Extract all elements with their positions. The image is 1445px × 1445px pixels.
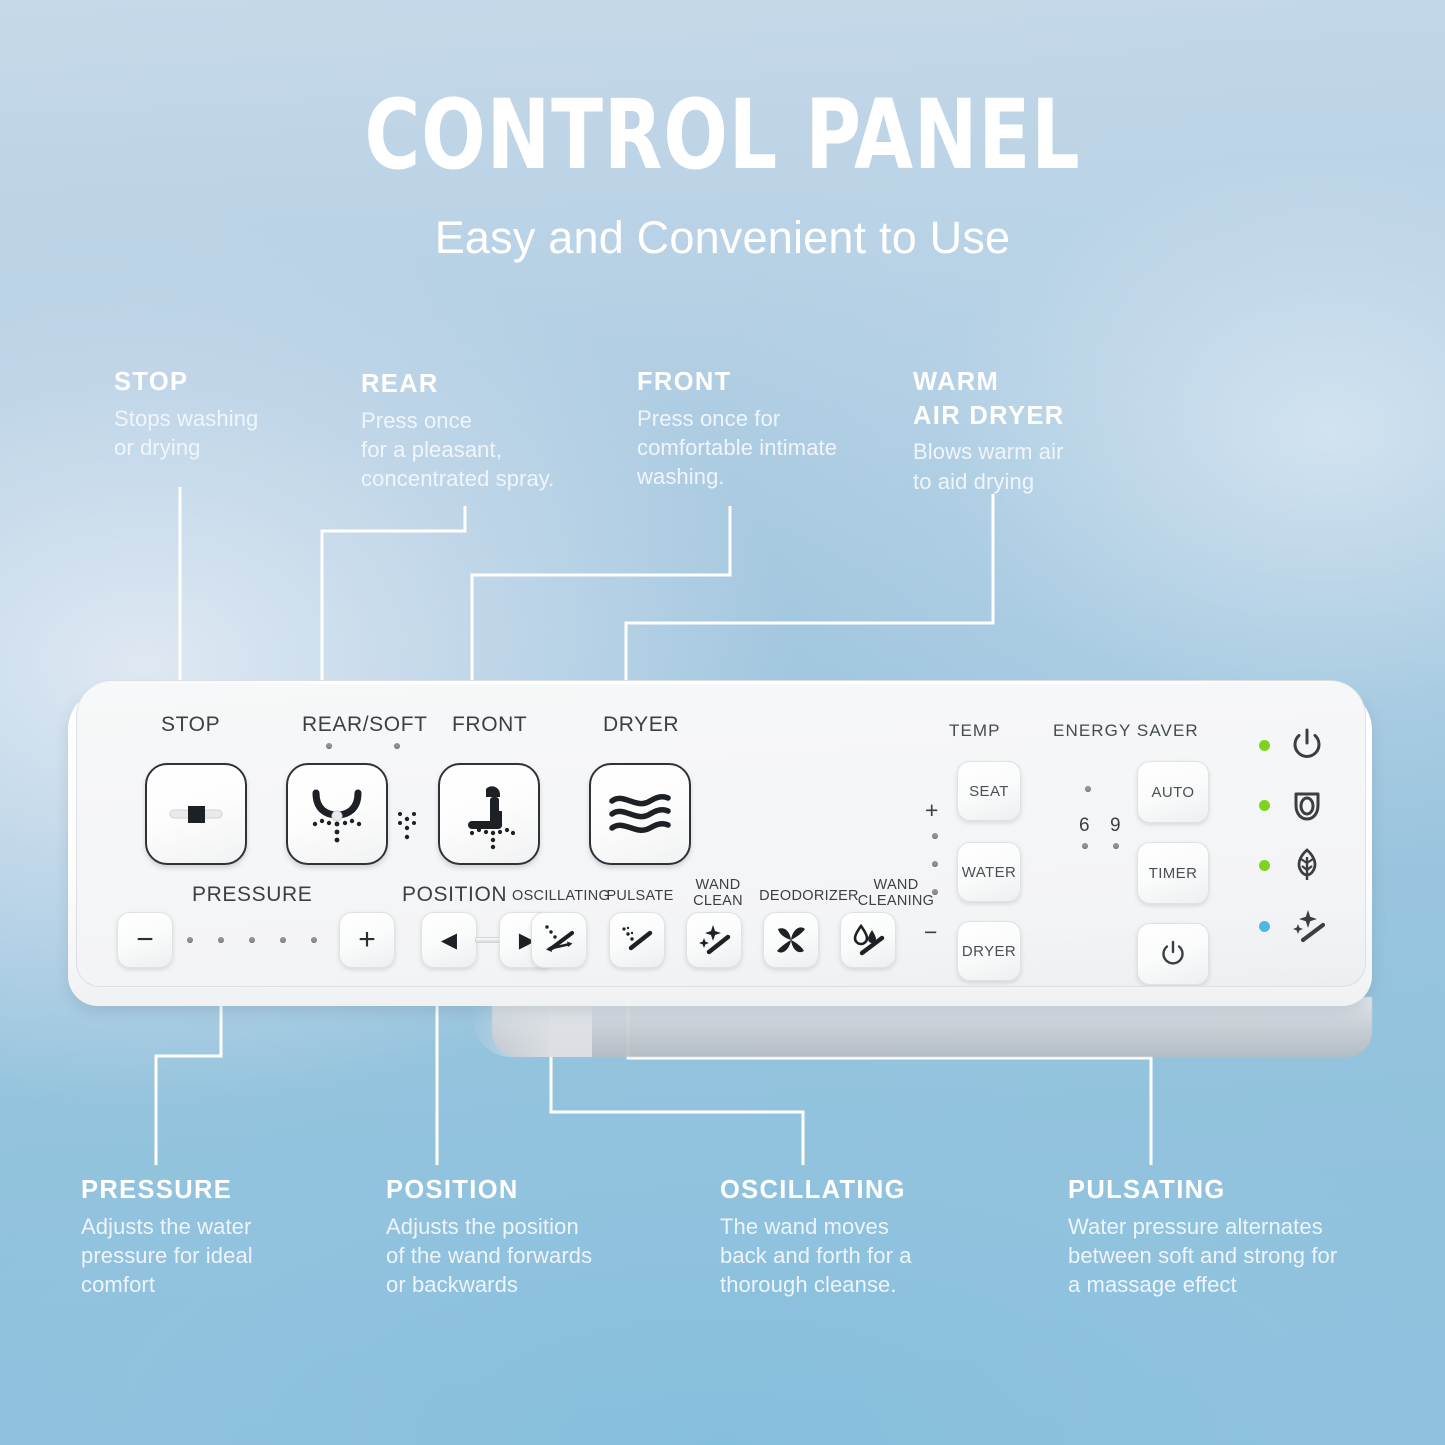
button-front[interactable] [438, 763, 540, 865]
button-dryer[interactable] [589, 763, 691, 865]
panel-label-oscillating: OSCILLATING [512, 888, 611, 904]
stop-square-icon [169, 806, 223, 823]
button-rear-soft[interactable] [286, 763, 388, 865]
callout-position: POSITION Adjusts the position of the wan… [386, 1174, 656, 1299]
callout-front: FRONT Press once for comfortable intimat… [637, 366, 899, 491]
button-wand-clean[interactable] [686, 912, 742, 968]
panel-label-deodorizer: DEODORIZER [759, 888, 859, 904]
temp-level-dot-3 [932, 889, 938, 895]
panel-label-pressure: PRESSURE [192, 883, 313, 906]
callout-warm-air-dryer-title: WARM AIR DRYER [913, 368, 1065, 430]
temp-plus-sign: + [925, 797, 939, 823]
rear-spray-icon [312, 789, 362, 843]
panel-face: STOP REAR/SOFT FRONT DRYER TEMP ENERGY S… [76, 680, 1366, 987]
button-temp-water[interactable]: WATER [957, 842, 1021, 902]
power-icon [1293, 728, 1321, 758]
callout-oscillating-body: The wand moves back and forth for a thor… [720, 1213, 912, 1298]
air-waves-icon [609, 794, 671, 833]
triangle-left-icon: ◀ [440, 928, 458, 952]
panel-label-pulsate: PULSATE [606, 888, 674, 904]
callout-rear-body: Press once for a pleasant, concentrated … [361, 407, 555, 492]
callout-oscillating-title: OSCILLATING [720, 1176, 906, 1204]
panel-label-position: POSITION [402, 883, 508, 906]
fan-icon [777, 927, 805, 953]
panel-label-stop: STOP [161, 713, 221, 736]
led-seat [1259, 800, 1270, 811]
callout-pressure-title: PRESSURE [81, 1176, 233, 1204]
leaf-icon [1297, 848, 1317, 880]
callout-front-title: FRONT [637, 368, 732, 396]
callout-rear: REAR Press once for a pleasant, concentr… [361, 368, 611, 493]
plus-icon: + [358, 923, 376, 956]
button-position-back[interactable]: ◀ [421, 912, 477, 968]
button-oscillating[interactable] [531, 912, 587, 968]
panel-label-temp: TEMP [949, 721, 1001, 740]
seat-icon [1294, 792, 1320, 821]
temp-minus-sign: − [924, 919, 938, 945]
callout-warm-air-dryer: WARM AIR DRYER Blows warm air to aid dry… [913, 366, 1213, 496]
button-energy-auto[interactable]: AUTO [1137, 761, 1209, 823]
indicator-dot-soft [394, 743, 400, 749]
panel-skirt [492, 997, 1372, 1057]
panel-label-front: FRONT [452, 713, 528, 736]
led-power [1259, 740, 1270, 751]
page-subtitle: Easy and Convenient to Use [434, 212, 1011, 263]
page-title: CONTROL PANEL [364, 79, 1081, 191]
control-panel: STOP REAR/SOFT FRONT DRYER TEMP ENERGY S… [62, 672, 1378, 1057]
button-pulsate[interactable] [609, 912, 665, 968]
temp-level-dot-1 [932, 833, 938, 839]
button-wand-cleaning[interactable] [840, 912, 896, 968]
callout-pulsating-body: Water pressure alternates between soft a… [1068, 1213, 1338, 1298]
sparkle-wand-icon [699, 925, 731, 955]
callout-stop: STOP Stops washing or drying [114, 366, 344, 462]
front-seated-spray-icon [468, 786, 516, 850]
timer-value-6: 6 [1079, 815, 1090, 836]
sparkle-wand-icon [1293, 910, 1326, 943]
button-temp-seat[interactable]: SEAT [957, 761, 1021, 821]
callout-warm-air-dryer-body: Blows warm air to aid drying [913, 439, 1064, 494]
callout-pressure-body: Adjusts the water pressure for ideal com… [81, 1213, 253, 1298]
callout-stop-body: Stops washing or drying [114, 405, 259, 460]
indicator-dot-rear [326, 743, 332, 749]
water-drop-wand-icon [853, 923, 885, 956]
callout-oscillating: OSCILLATING The wand moves back and fort… [720, 1174, 1000, 1299]
timer-indicator-dot-6 [1082, 843, 1088, 849]
spray-dots-separator-icon [398, 812, 416, 840]
energy-auto-indicator-dot [1085, 786, 1091, 792]
button-pressure-plus[interactable]: + [339, 912, 395, 968]
power-icon [1162, 940, 1184, 965]
callout-rear-title: REAR [361, 370, 439, 398]
panel-label-wand-cleaning: WAND CLEANING [857, 877, 935, 910]
callout-pulsating: PULSATING Water pressure alternates betw… [1068, 1174, 1398, 1299]
button-stop[interactable] [145, 763, 247, 865]
led-eco [1259, 860, 1270, 871]
panel-label-dryer: DRYER [603, 713, 680, 736]
callout-position-body: Adjusts the position of the wand forward… [386, 1213, 593, 1298]
button-deodorizer[interactable] [763, 912, 819, 968]
button-pressure-minus[interactable]: − [117, 912, 173, 968]
panel-label-rear-soft: REAR/SOFT [302, 713, 428, 736]
button-energy-power[interactable] [1137, 923, 1209, 985]
button-temp-dryer[interactable]: DRYER [957, 921, 1021, 981]
callout-pressure: PRESSURE Adjusts the water pressure for … [81, 1174, 331, 1299]
pulsate-wand-icon [622, 926, 653, 951]
minus-icon: − [136, 923, 154, 956]
callout-position-title: POSITION [386, 1176, 519, 1204]
timer-indicator-dot-9 [1113, 843, 1119, 849]
timer-value-9: 9 [1110, 815, 1121, 836]
panel-skirt-fade [472, 997, 592, 1057]
oscillating-wand-icon [545, 925, 575, 952]
temp-level-dot-2 [932, 861, 938, 867]
led-wand-clean [1259, 921, 1270, 932]
callout-pulsating-title: PULSATING [1068, 1176, 1226, 1204]
button-energy-timer[interactable]: TIMER [1137, 842, 1209, 904]
panel-label-energy-saver: ENERGY SAVER [1053, 721, 1199, 740]
callout-front-body: Press once for comfortable intimate wash… [637, 405, 838, 490]
panel-label-wand-clean: WAND CLEAN [693, 877, 743, 910]
callout-stop-title: STOP [114, 368, 189, 396]
